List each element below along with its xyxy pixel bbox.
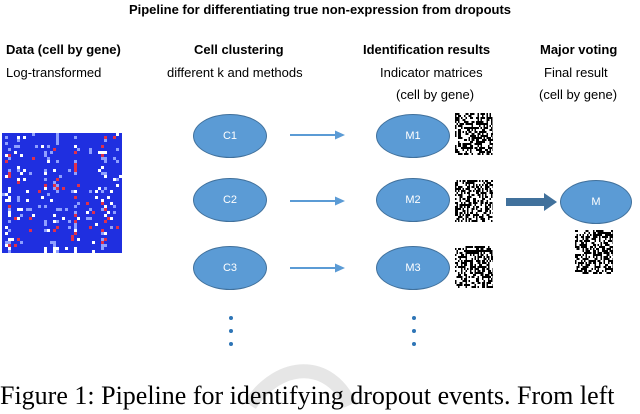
clustering-header: Cell clustering [194, 42, 284, 57]
identification-subtitle-2: (cell by gene) [396, 87, 475, 102]
identification-subtitle-1: Indicator matrices [380, 65, 483, 80]
more-clusters-dots [229, 316, 233, 355]
voting-subtitle-1: Final result [544, 65, 608, 80]
voting-header: Major voting [540, 42, 618, 57]
indicator-matrix-1 [455, 113, 494, 155]
data-header: Data (cell by gene) [6, 42, 121, 57]
cluster-c3: C3 [193, 246, 267, 290]
diagram-title: Pipeline for differentiating true non-ex… [128, 2, 512, 17]
arrow-c3-m3 [290, 263, 345, 273]
figure-caption: Figure 1: Pipeline for identifying dropo… [0, 381, 615, 410]
expression-heatmap [2, 133, 122, 253]
indicator-matrix-3 [455, 246, 494, 288]
clustering-subtitle: different k and methods [167, 65, 303, 80]
result-m2: M2 [376, 178, 450, 222]
result-m3: M3 [376, 246, 450, 290]
majority-voting-arrow [506, 193, 557, 211]
more-results-dots [412, 316, 416, 355]
arrow-c1-m1 [290, 130, 345, 140]
watermark-swoosh [244, 364, 357, 410]
arrow-c2-m2 [290, 196, 345, 206]
final-result-m: M [560, 180, 632, 224]
cluster-c2: C2 [193, 178, 267, 222]
final-matrix [575, 230, 614, 274]
data-subtitle: Log-transformed [6, 65, 102, 80]
identification-header: Identification results [363, 42, 491, 57]
result-m1: M1 [376, 114, 450, 158]
indicator-matrix-2 [455, 180, 494, 222]
voting-subtitle-2: (cell by gene) [539, 87, 618, 102]
cluster-c1: C1 [193, 114, 267, 158]
